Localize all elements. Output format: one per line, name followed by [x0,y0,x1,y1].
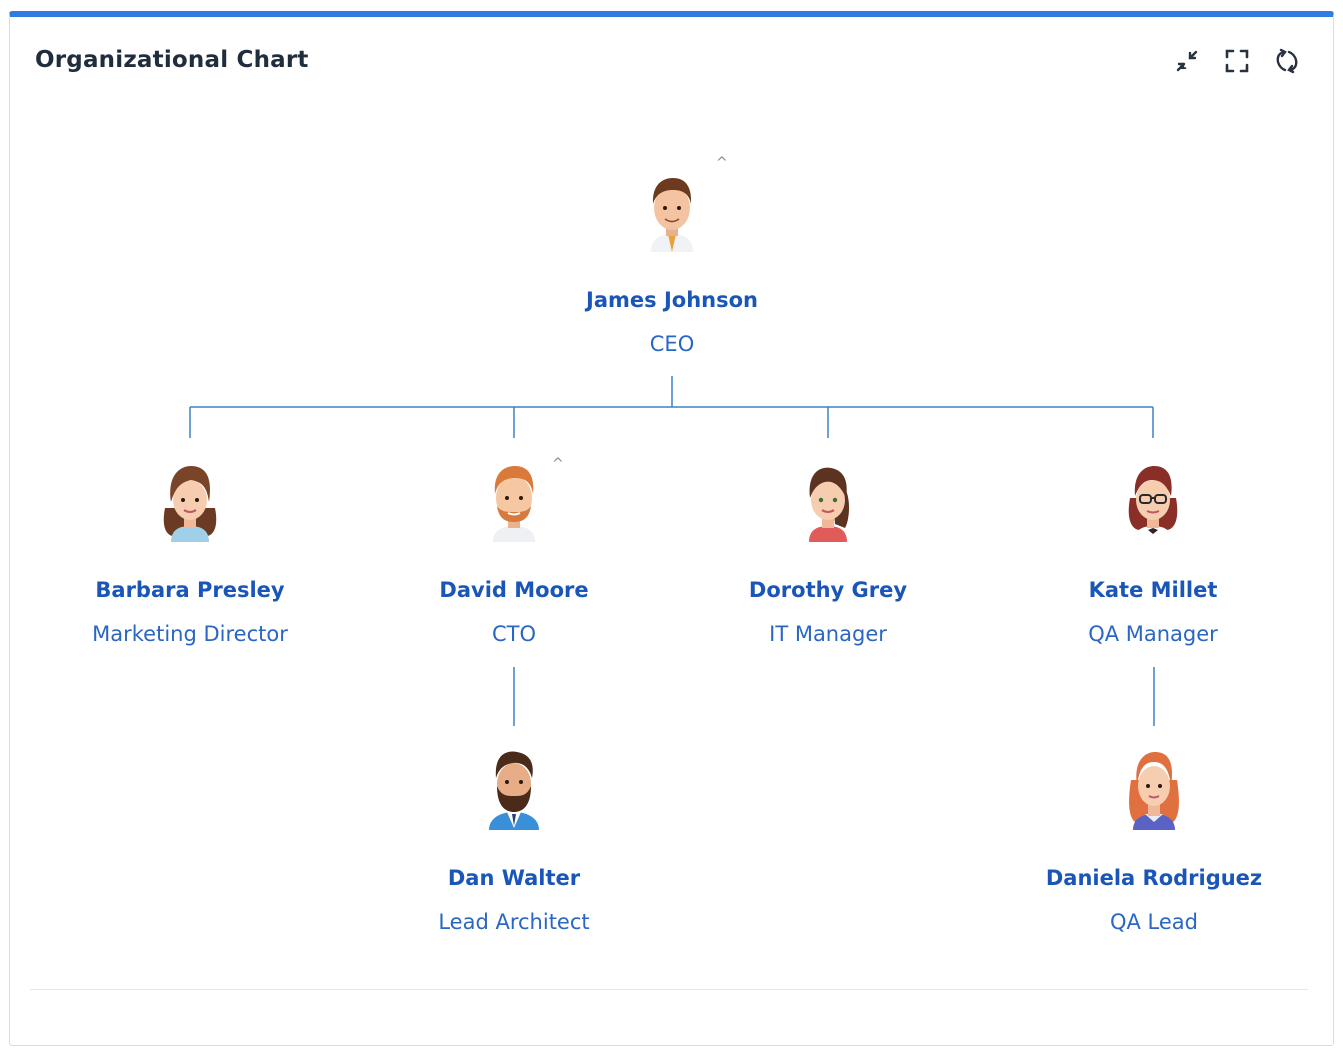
node-name: Kate Millet [1088,578,1218,602]
compress-icon[interactable] [1173,47,1201,75]
node-role: QA Manager [1088,622,1218,646]
collapse-toggle-ceo[interactable]: ^ [716,155,728,171]
footer-divider [30,989,1308,990]
node-name: Dan Walter [447,866,581,890]
panel-toolbar [1173,47,1301,75]
node-name: Daniela Rodriguez [1045,866,1263,890]
avatar [791,458,865,542]
node-role: Marketing Director [92,622,288,646]
node-daniela-rodriguez[interactable]: Daniela Rodriguez QA Lead [1024,746,1284,934]
expand-icon[interactable] [1223,47,1251,75]
avatar [1117,746,1191,830]
avatar [153,458,227,542]
node-role: IT Manager [769,622,887,646]
node-dan-walter[interactable]: Dan Walter Lead Architect [384,746,644,934]
node-role: QA Lead [1109,910,1199,934]
node-name: Dorothy Grey [748,578,908,602]
avatar [477,458,551,542]
avatar [477,746,551,830]
refresh-icon[interactable] [1273,47,1301,75]
node-name: Barbara Presley [95,578,285,602]
node-role: CTO [491,622,537,646]
node-david-moore[interactable]: David Moore CTO [384,458,644,646]
node-dorothy-grey[interactable]: Dorothy Grey IT Manager [698,458,958,646]
node-role: Lead Architect [438,910,590,934]
panel-title: Organizational Chart [35,47,309,73]
node-role: CEO [649,332,695,356]
avatar [635,168,709,252]
node-name: James Johnson [586,288,758,312]
avatar [1116,458,1190,542]
node-james-johnson[interactable]: James Johnson CEO [542,168,802,356]
node-barbara-presley[interactable]: Barbara Presley Marketing Director [60,458,320,646]
node-kate-millet[interactable]: Kate Millet QA Manager [1023,458,1283,646]
collapse-toggle-david[interactable]: ^ [552,456,564,472]
node-name: David Moore [439,578,589,602]
